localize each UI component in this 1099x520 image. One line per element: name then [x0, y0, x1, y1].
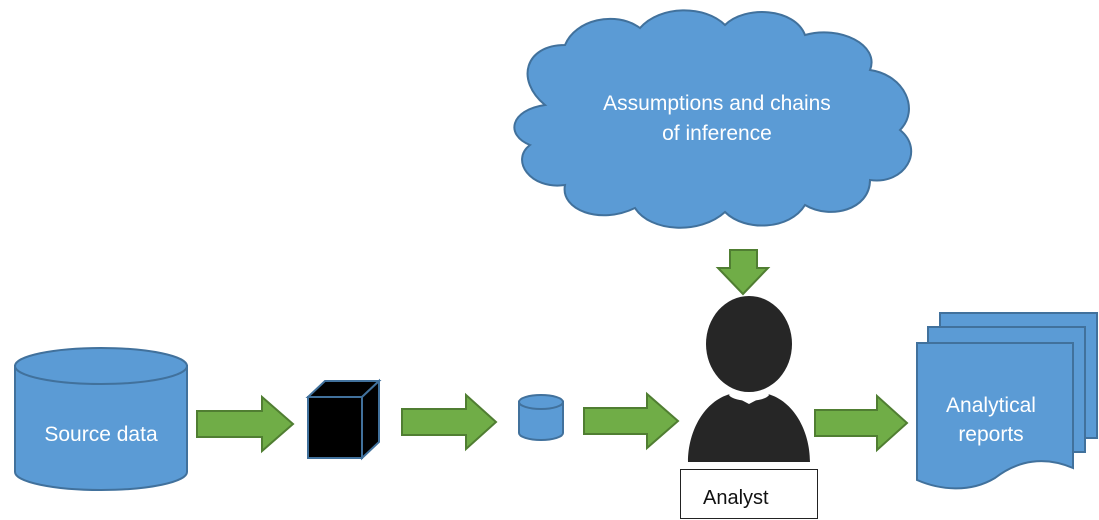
arrow-box-to-store	[401, 392, 498, 452]
cloud-label-line1: Assumptions and chains	[603, 92, 831, 115]
analyst-label-box: Analyst	[680, 469, 818, 519]
analyst-label: Analyst	[703, 487, 769, 509]
reports-label-line1: Analytical	[946, 394, 1036, 417]
source-data-cylinder: Source data	[14, 347, 188, 491]
small-data-store-cylinder	[518, 394, 564, 441]
source-data-label: Source data	[44, 423, 158, 446]
down-arrow	[715, 249, 771, 296]
arrow-source-to-box	[196, 394, 295, 454]
analytical-reports-documents: Analytical reports	[916, 312, 1098, 490]
cloud-label-line2: of inference	[662, 122, 772, 145]
reports-label-line2: reports	[958, 423, 1023, 446]
assumptions-cloud: Assumptions and chains of inference	[513, 9, 913, 229]
black-box-cube	[305, 378, 382, 461]
analyst-person-icon	[688, 296, 810, 462]
arrow-analyst-to-reports	[814, 393, 909, 453]
arrow-store-to-analyst	[583, 391, 680, 451]
